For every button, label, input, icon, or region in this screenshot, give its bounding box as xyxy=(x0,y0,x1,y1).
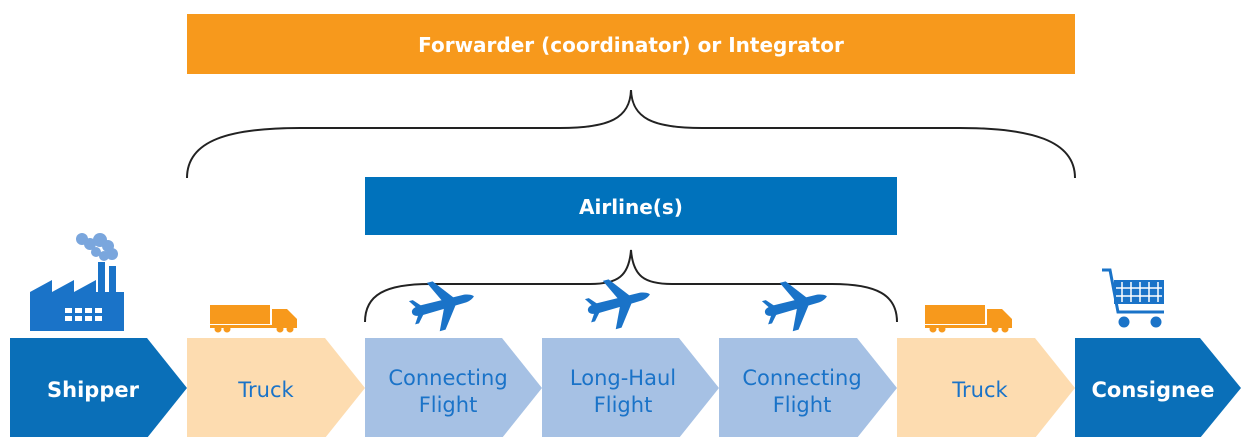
truck-label-2: Truck xyxy=(951,378,1008,402)
connecting-flight-label-1b: Flight xyxy=(419,393,478,417)
connecting-flight-chevron-1 xyxy=(365,338,542,438)
long-haul-label-b: Flight xyxy=(594,393,653,417)
connecting-flight-label-2a: Connecting xyxy=(742,366,861,390)
truck-icon xyxy=(210,305,297,333)
forwarder-label: Forwarder (coordinator) or Integrator xyxy=(418,33,844,57)
airplane-icon xyxy=(408,281,474,332)
connecting-flight-label-2b: Flight xyxy=(773,393,832,417)
truck-label-1: Truck xyxy=(237,378,294,402)
airplane-icon xyxy=(761,281,827,332)
long-haul-label-a: Long-Haul xyxy=(570,366,676,390)
airline-bar xyxy=(365,177,897,235)
consignee-label: Consignee xyxy=(1092,378,1215,402)
forwarder-brace xyxy=(186,89,1076,179)
connecting-flight-chevron-2 xyxy=(719,338,897,438)
truck-chevron-1 xyxy=(187,338,365,438)
airplane-icon xyxy=(584,279,650,330)
connecting-flight-label-1a: Connecting xyxy=(388,366,507,390)
long-haul-flight-chevron xyxy=(542,338,719,438)
shipper-chevron xyxy=(10,338,187,438)
shipper-label: Shipper xyxy=(47,378,140,402)
truck-icon xyxy=(925,305,1012,333)
airline-brace xyxy=(364,249,898,323)
forwarder-bar xyxy=(187,14,1075,74)
airline-label: Airline(s) xyxy=(579,195,683,219)
consignee-chevron xyxy=(1075,338,1241,438)
factory-icon xyxy=(30,233,124,331)
shopping-cart-icon xyxy=(1102,268,1164,328)
truck-chevron-2 xyxy=(897,338,1075,438)
